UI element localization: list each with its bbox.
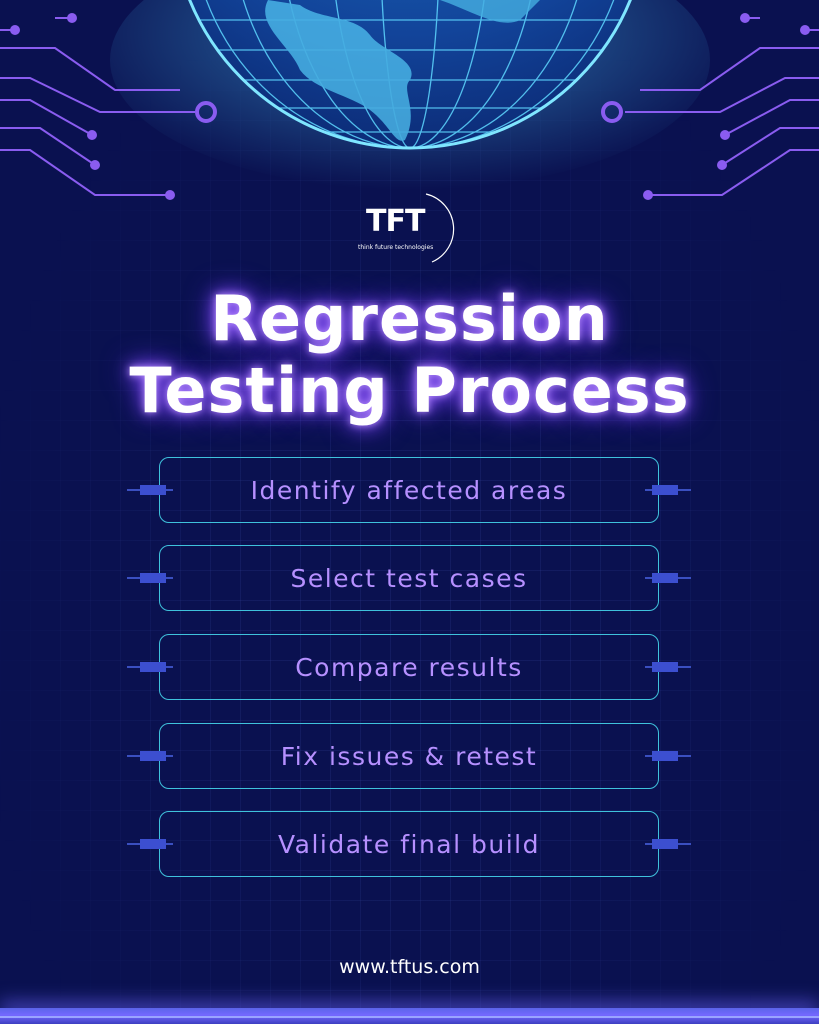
- connector-left: [127, 485, 173, 495]
- process-step-label: Validate final build: [278, 829, 540, 859]
- footer-line: [0, 1016, 819, 1018]
- process-step-label: Identify affected areas: [250, 475, 568, 505]
- connector-left: [127, 751, 173, 761]
- logo-mark: TFT: [366, 204, 425, 239]
- process-step-label: Fix issues & retest: [280, 741, 538, 771]
- connector-left: [127, 662, 173, 672]
- process-step-box: Compare results: [127, 634, 691, 700]
- website-link[interactable]: www.tftus.com: [339, 956, 480, 978]
- logo-arc-icon: [425, 193, 455, 263]
- connector-left: [127, 839, 173, 849]
- process-step-box: Fix issues & retest: [127, 723, 691, 789]
- page-title-line-2: Testing Process: [129, 354, 690, 427]
- circuit-decoration: [0, 13, 819, 200]
- process-step-box: Identify affected areas: [127, 457, 691, 523]
- connector-right: [645, 839, 691, 849]
- tft-logo: TFT think future technologies: [356, 192, 466, 263]
- connector-right: [645, 573, 691, 583]
- connector-right: [645, 485, 691, 495]
- connector-right: [645, 662, 691, 672]
- connector-right: [645, 751, 691, 761]
- process-step-box: Validate final build: [127, 811, 691, 877]
- process-step-box: Select test cases: [127, 545, 691, 611]
- page-title-line-1: Regression: [210, 282, 609, 355]
- logo-tagline: think future technologies: [358, 244, 434, 251]
- process-step-label: Select test cases: [290, 563, 528, 593]
- globe-graphic: [110, 0, 710, 190]
- process-step-label: Compare results: [295, 652, 523, 682]
- connector-left: [127, 573, 173, 583]
